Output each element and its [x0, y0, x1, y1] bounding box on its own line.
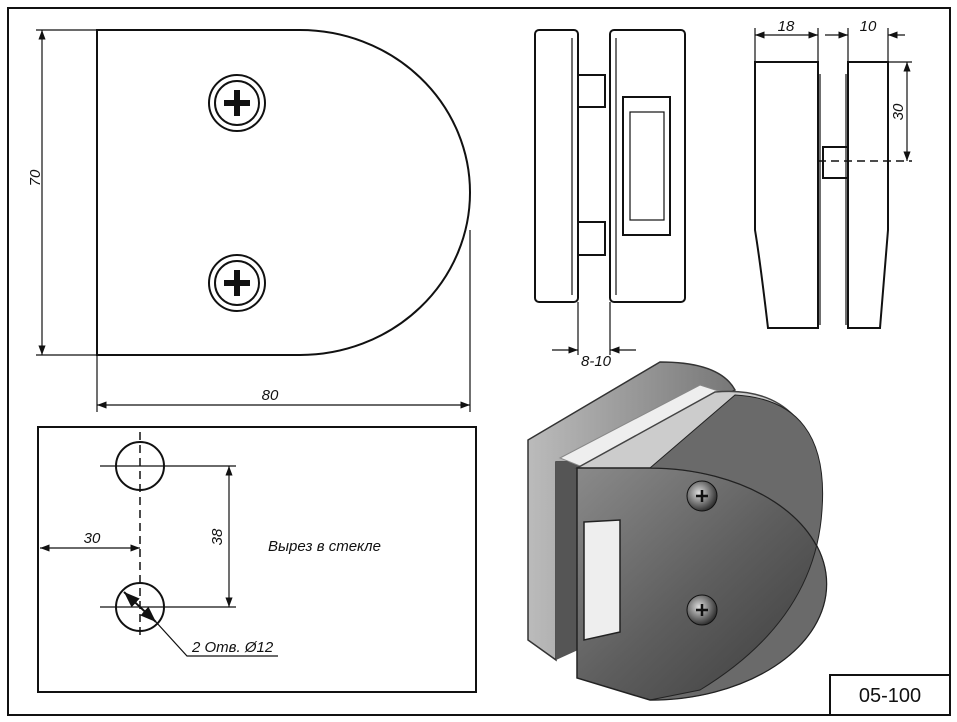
pin-offset-dimension: 30	[890, 103, 907, 120]
part-number: 05-100	[859, 685, 921, 707]
plate2-dimension: 10	[860, 18, 877, 35]
part-number-box	[829, 674, 951, 716]
plate1-dimension: 18	[778, 18, 795, 35]
height-dimension: 70	[27, 169, 44, 186]
isometric-render	[527, 361, 828, 701]
screw-icon	[208, 254, 266, 312]
side-view: 8-10	[534, 29, 686, 370]
gap-dimension: 8-10	[581, 353, 612, 370]
cutout-title: Вырез в стекле	[268, 538, 381, 555]
screw-icon	[208, 74, 266, 132]
spacing-dimension: 38	[209, 528, 226, 545]
end-view: 18 10 30	[754, 18, 912, 329]
drawing-frame	[7, 7, 951, 716]
front-view: 70 80	[27, 29, 471, 412]
holes-note: 2 Отв. Ø12	[191, 639, 274, 656]
offset-dimension: 30	[84, 530, 101, 547]
clamp-outline	[96, 29, 471, 356]
width-dimension: 80	[262, 387, 279, 404]
glass-cutout-view: 38 30 Вырез в стекле 2 Отв. Ø12	[37, 426, 477, 693]
